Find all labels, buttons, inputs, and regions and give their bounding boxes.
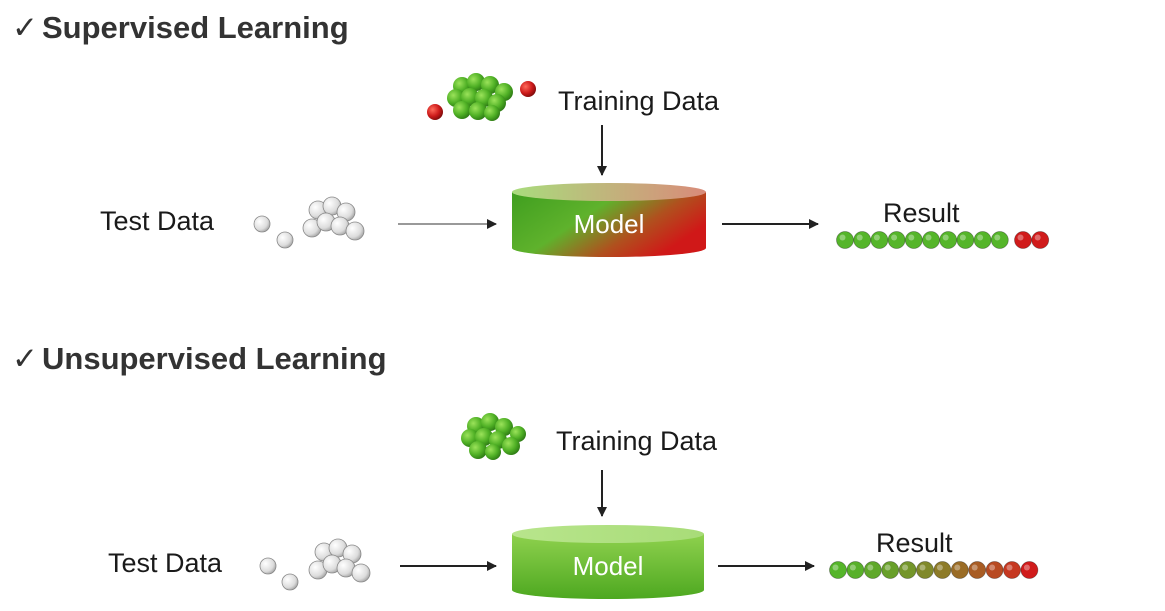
result-ball-highlight [839,234,846,241]
result-ball-highlight [1017,234,1024,241]
result-ball [990,231,1009,249]
result-ball-highlight [989,564,996,571]
section-heading-supervised: ✓Supervised Learning [12,10,349,46]
checkmark-icon: ✓ [12,10,38,45]
result-ball [829,561,847,579]
result-ball [881,561,900,579]
result-ball-highlight [977,234,984,241]
result-ball [1003,561,1021,579]
result-ball-highlight [873,234,880,241]
result-ball-highlight [902,564,909,571]
result-ball-highlight [925,234,932,241]
result-balls-icon [836,231,1050,249]
result-ball [863,561,882,579]
result-ball [904,231,923,249]
result-ball [950,561,969,579]
test-data-cluster-icon [259,538,371,591]
model-label: Model [572,551,644,581]
result-ball [1014,231,1032,249]
result-ball [985,561,1004,579]
result-ball [933,561,952,579]
result-ball [898,561,917,579]
result-ball-highlight [1034,234,1041,241]
checkmark-icon: ✓ [12,341,38,376]
result-ball-highlight [884,564,891,571]
result-ball-highlight [942,234,949,241]
result-ball-highlight [908,234,915,241]
result-label: Result [876,528,953,558]
result-ball-highlight [954,564,961,571]
heading-text: Supervised Learning [42,10,349,45]
result-ball [973,231,992,249]
result-ball [922,231,940,249]
result-ball [853,231,872,249]
model-label: Model [573,209,645,239]
training-data-cluster-icon [461,413,526,460]
result-ball-highlight [971,564,978,571]
result-ball [870,231,889,249]
result-balls-icon [829,561,1039,579]
result-ball-highlight [1006,564,1013,571]
result-ball-highlight [1023,564,1030,571]
result-ball [1020,561,1039,579]
model-cylinder [512,183,706,257]
result-ball [836,231,854,249]
result-ball-highlight [832,564,839,571]
result-ball-highlight [919,564,926,571]
result-ball-highlight [959,234,966,241]
training-data-cluster-icon [427,73,536,121]
result-ball [956,231,975,249]
training-data-label: Training Data [558,86,720,116]
result-ball [887,231,906,249]
result-ball [916,561,934,579]
result-ball-highlight [936,564,943,571]
result-ball [846,561,865,579]
result-ball [939,231,958,249]
result-ball-highlight [994,234,1001,241]
result-ball-highlight [867,564,874,571]
result-ball-highlight [849,564,856,571]
test-data-cluster-icon [253,196,365,249]
training-data-label: Training Data [556,426,718,456]
result-label: Result [883,198,960,228]
section-heading-unsupervised: ✓Unsupervised Learning [12,341,387,377]
heading-text: Unsupervised Learning [42,341,387,376]
result-ball-highlight [891,234,898,241]
model-cylinder [512,525,704,599]
test-data-label: Test Data [100,206,215,236]
result-ball-highlight [856,234,863,241]
result-ball [1031,231,1050,249]
result-ball [968,561,987,579]
test-data-label: Test Data [108,548,223,578]
